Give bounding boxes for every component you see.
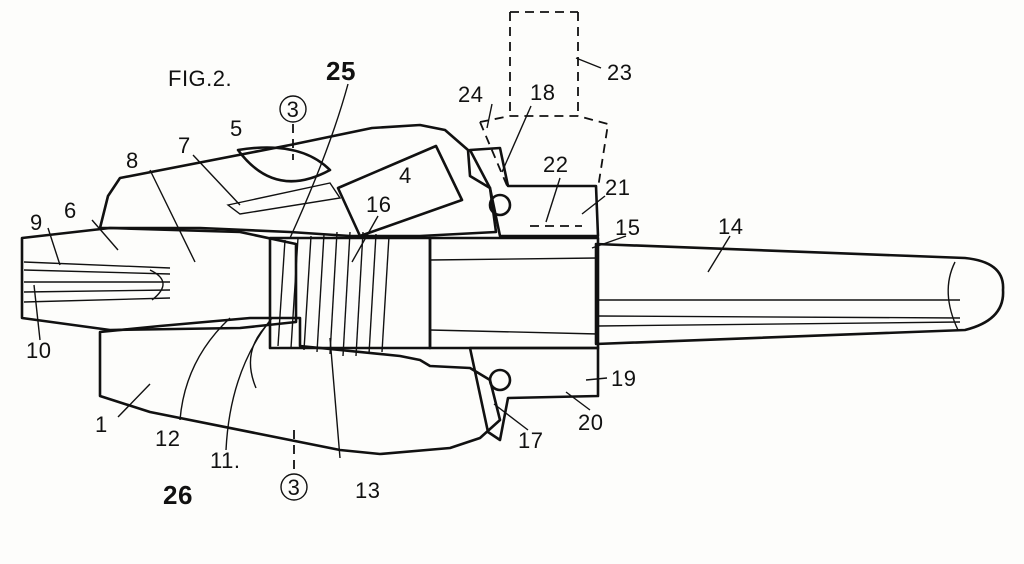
- numeral-4: 4: [399, 163, 412, 188]
- dashed-key-outline: [479, 11, 610, 227]
- section-marker-top: 3: [279, 95, 307, 160]
- numeral-1: 1: [95, 412, 108, 437]
- numeral-8: 8: [126, 148, 139, 173]
- numeral-11: 11.: [210, 448, 240, 473]
- section-marker-label: 3: [287, 97, 300, 122]
- upper-body-section: [98, 123, 498, 238]
- figure-title: FIG.2.: [168, 66, 232, 91]
- numeral-9: 9: [30, 210, 43, 235]
- section-marker-label: 3: [288, 475, 301, 500]
- taper-shank: [594, 242, 1005, 346]
- numeral-5: 5: [230, 116, 243, 141]
- numeral-26: 26: [163, 480, 193, 510]
- numeral-10: 10: [26, 338, 51, 363]
- numeral-24: 24: [458, 82, 483, 107]
- numeral-15: 15: [615, 215, 640, 240]
- numeral-20: 20: [578, 410, 603, 435]
- right-collar: [468, 146, 600, 442]
- collet-nose: [20, 226, 298, 332]
- lower-body-section: [98, 316, 502, 456]
- numeral-25: 25: [326, 56, 356, 86]
- numeral-6: 6: [64, 198, 77, 223]
- numeral-17: 17: [518, 428, 543, 453]
- numeral-13: 13: [355, 478, 380, 503]
- threaded-spindle: [268, 231, 600, 357]
- reference-numerals: 1 4 5 6 7 8 9 10 11. 12 13 14 15 16 17 1…: [26, 56, 743, 510]
- numeral-18: 18: [530, 80, 555, 105]
- section-marker-bottom: 3: [280, 430, 308, 501]
- numeral-16: 16: [366, 192, 391, 217]
- numeral-22: 22: [543, 152, 568, 177]
- numeral-12: 12: [155, 426, 180, 451]
- numeral-7: 7: [178, 133, 191, 158]
- numeral-14: 14: [718, 214, 743, 239]
- numeral-23: 23: [607, 60, 632, 85]
- numeral-19: 19: [611, 366, 636, 391]
- numeral-21: 21: [605, 175, 630, 200]
- leader-lines: [33, 57, 731, 459]
